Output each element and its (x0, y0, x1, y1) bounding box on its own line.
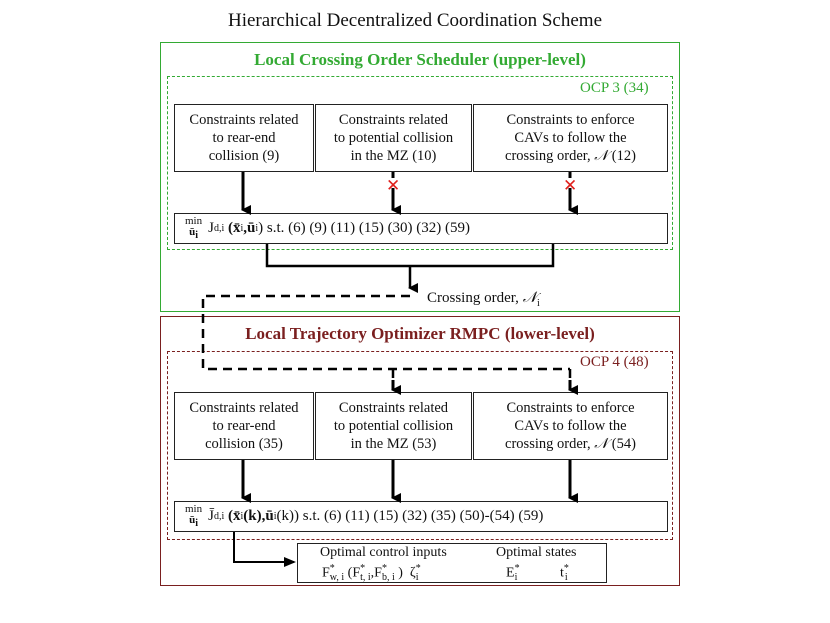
ocp4-region (167, 351, 673, 540)
optimal-outputs-box: Optimal control inputs Optimal states F*… (297, 543, 607, 583)
ocp4-label: OCP 4 (48) (580, 354, 649, 370)
upper-level-panel (160, 42, 680, 312)
disabled-cross-icon: ✕ (563, 176, 578, 196)
upper-level-title: Local Crossing Order Scheduler (upper-le… (254, 50, 586, 69)
optimal-states-title: Optimal states (496, 545, 577, 560)
diagram-title: Hierarchical Decentralized Coordination … (227, 10, 603, 31)
ocp3-label: OCP 3 (34) (580, 80, 649, 96)
crossing-order-label: Crossing order, 𝒩i (427, 290, 540, 309)
lower-level-title: Local Trajectory Optimizer RMPC (lower-l… (245, 324, 595, 343)
optimal-control-inputs-values: F*w, i (F*t, i,F*b, i ) ζ*i (322, 563, 421, 584)
ocp3-region (167, 76, 673, 250)
merge-line (265, 244, 555, 268)
lower-level-panel (160, 316, 680, 586)
arrow-to-outputs (233, 532, 296, 567)
optimal-state-E: E*i (506, 563, 520, 584)
optimal-control-inputs-title: Optimal control inputs (320, 545, 447, 560)
crossing-order-feedback (201, 294, 570, 371)
disabled-cross-icon: ✕ (386, 176, 401, 196)
optimal-state-t: t*i (560, 563, 569, 584)
